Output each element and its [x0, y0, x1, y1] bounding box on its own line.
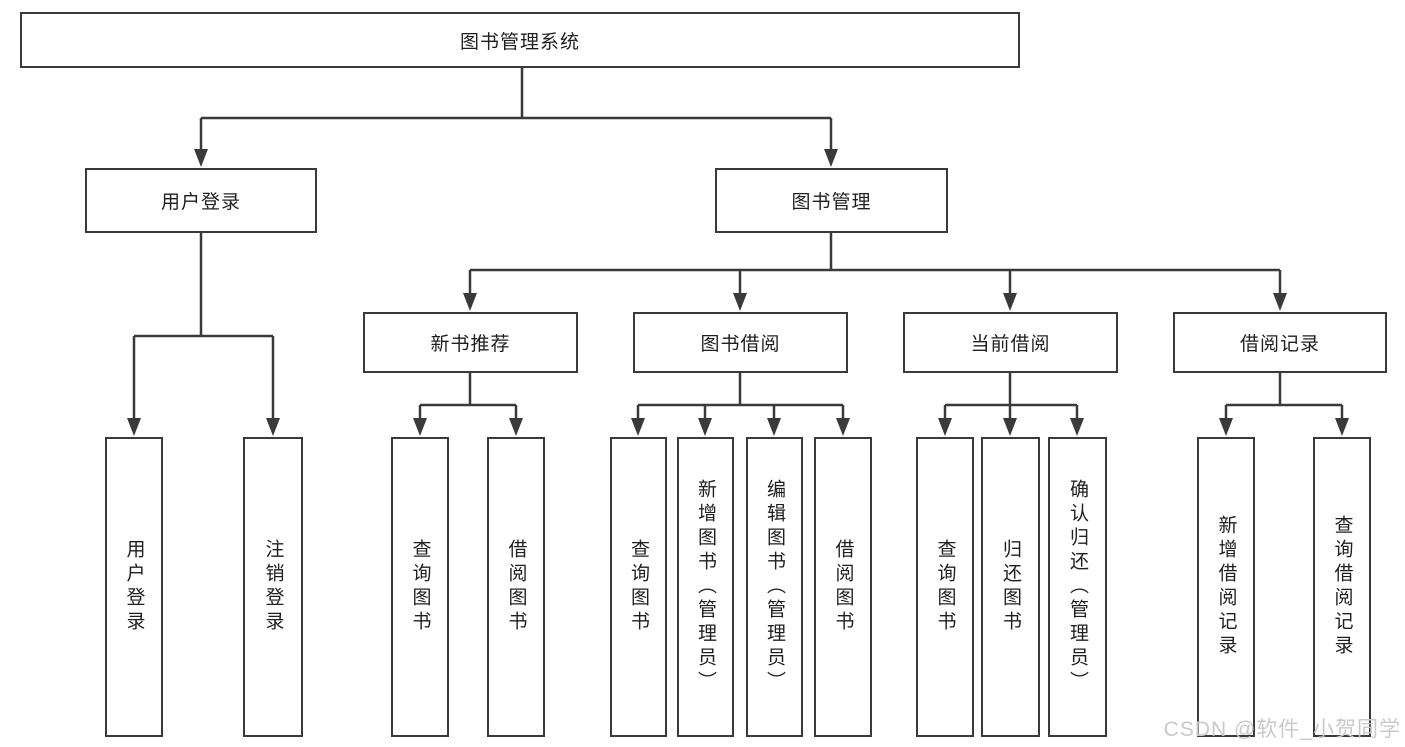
node-label: 新增图书（管理员）: [695, 479, 716, 695]
node-label: 查询图书: [409, 539, 431, 635]
node-edit-book-admin: 编辑图书（管理员）: [746, 437, 803, 737]
node-label: 查询图书: [934, 539, 956, 635]
node-confirm-return-admin: 确认归还（管理员）: [1048, 437, 1107, 737]
node-current-borrow: 当前借阅: [903, 312, 1118, 373]
node-label: 借阅图书: [832, 539, 854, 635]
csdn-watermark: CSDN @软件_小贺同学: [1163, 718, 1401, 741]
node-return-book: 归还图书: [981, 437, 1040, 737]
node-label: 查询借阅记录: [1331, 515, 1353, 659]
node-label: 借阅图书: [505, 539, 527, 635]
node-query-books-current: 查询图书: [916, 437, 974, 737]
node-label: 新书推荐: [430, 334, 511, 355]
node-label: 用户登录: [123, 539, 145, 635]
node-label: 查询图书: [628, 539, 649, 635]
node-label: 借阅记录: [1239, 334, 1320, 355]
node-label: 当前借阅: [970, 334, 1051, 355]
node-library-management-system: 图书管理系统: [20, 12, 1020, 68]
node-label: 图书借阅: [700, 334, 781, 355]
node-add-borrow-record: 新增借阅记录: [1197, 437, 1255, 737]
node-book-borrow: 图书借阅: [633, 312, 848, 373]
node-borrow-records: 借阅记录: [1173, 312, 1387, 373]
node-borrow-books-recommend: 借阅图书: [487, 437, 545, 737]
node-book-management: 图书管理: [715, 168, 948, 233]
node-query-borrow-record: 查询借阅记录: [1313, 437, 1371, 737]
node-label: 归还图书: [1000, 539, 1021, 635]
node-query-books-borrow: 查询图书: [610, 437, 667, 737]
node-borrow-books-leaf: 借阅图书: [814, 437, 872, 737]
node-new-book-recommend: 新书推荐: [363, 312, 578, 373]
node-label: 图书管理: [791, 192, 872, 213]
node-label: 新增借阅记录: [1215, 515, 1237, 659]
node-label: 注销登录: [262, 539, 284, 635]
arrowheads: [127, 149, 1349, 436]
node-label: 确认归还（管理员）: [1067, 479, 1088, 695]
node-user-login-leaf: 用户登录: [105, 437, 163, 737]
node-logout: 注销登录: [243, 437, 303, 737]
node-user-login: 用户登录: [85, 168, 317, 233]
node-label: 编辑图书（管理员）: [764, 479, 785, 695]
node-label: 图书管理系统: [459, 31, 580, 53]
node-query-books-recommend: 查询图书: [391, 437, 449, 737]
node-label: 用户登录: [160, 192, 241, 213]
node-add-book-admin: 新增图书（管理员）: [677, 437, 734, 737]
